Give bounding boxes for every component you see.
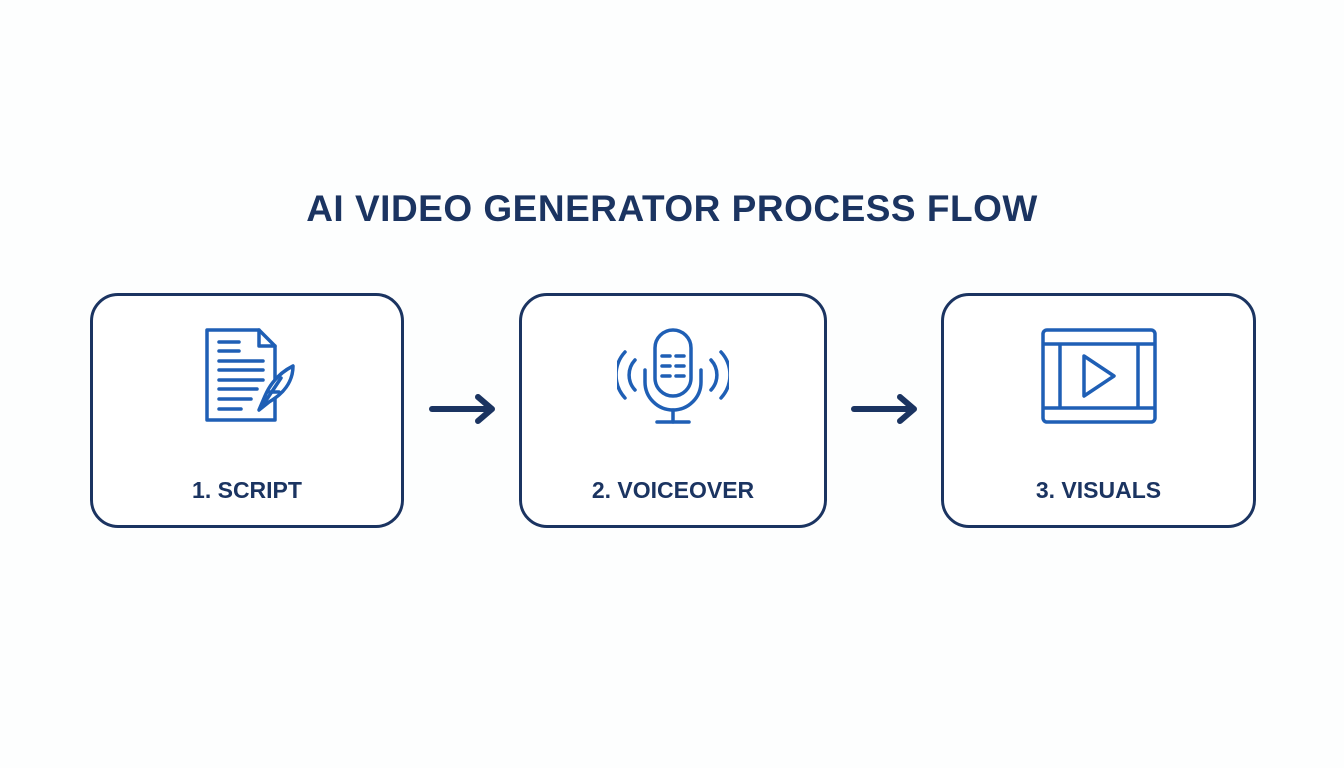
step-label: 2. VOICEOVER	[591, 477, 755, 503]
document-quill-icon	[205, 328, 295, 422]
step-label: 3. VISUALS	[1035, 477, 1162, 503]
step-voiceover: 2. VOICEOVER	[519, 293, 827, 528]
arrow-right-icon	[851, 394, 917, 424]
diagram-title: AI VIDEO GENERATOR PROCESS FLOW	[306, 188, 1038, 229]
step-script: 1. SCRIPT	[90, 293, 404, 528]
video-player-icon	[1040, 328, 1157, 424]
microphone-icon	[617, 328, 729, 424]
step-label: 1. SCRIPT	[192, 477, 302, 503]
step-visuals: 3. VISUALS	[941, 293, 1256, 528]
arrow-right-icon	[429, 394, 495, 424]
